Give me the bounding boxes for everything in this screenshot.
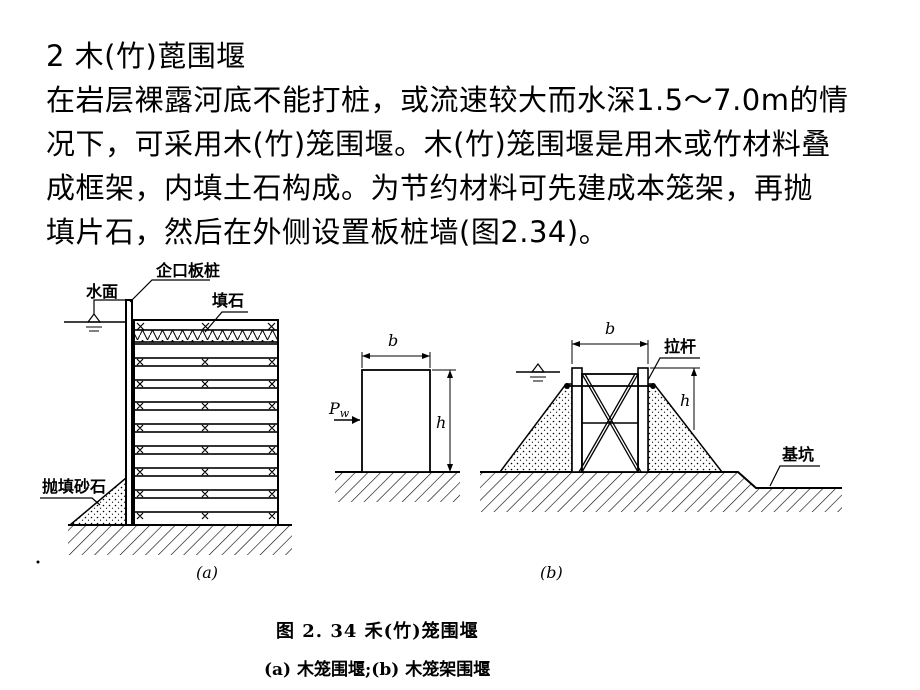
figure-b-pile-left	[571, 367, 583, 473]
figure-a-timber-crib-cofferdam: 水面 企口板桩 填石 抛填砂石 (a)	[40, 261, 292, 582]
paragraph-line-2: 况下，可采用木(竹)笼围堰。木(竹)笼围堰是用木或竹材料叠	[46, 127, 831, 161]
figure-b-pile-right	[637, 367, 649, 473]
figure-b-bracing	[578, 373, 642, 473]
sublabel-b: (b)	[540, 563, 563, 582]
label-sheet-pile: 企口板桩	[155, 261, 220, 280]
figure-b-ground-hatch	[480, 472, 842, 512]
label-b-width-left: b	[388, 331, 398, 350]
label-foundation-pit: 基坑	[781, 445, 814, 464]
label-tie-rod: 拉杆	[664, 337, 696, 356]
figure-b-left-block	[361, 369, 431, 473]
leader-riprap	[40, 497, 101, 506]
leader-fill	[204, 311, 248, 333]
label-stone-fill: 填石	[212, 291, 244, 310]
leader-tie-rod	[647, 357, 700, 381]
paragraph-line-4: 填片石，然后在外侧设置板桩墙(图2.34)。	[46, 215, 609, 249]
leader-sheet-pile	[129, 279, 210, 303]
label-pressure: Pw	[328, 399, 350, 420]
paragraph-line-1: 在岩层裸露河底不能打桩，或流速较大而水深1.5～7.0m的情	[46, 83, 849, 117]
label-water-surface: 水面	[86, 282, 118, 301]
section-heading: 2 木(竹)蓖围堰	[46, 39, 246, 73]
figure-subcaption: (a) 木笼围堰;(b) 木笼架围堰	[264, 659, 490, 680]
leader-water	[93, 299, 130, 314]
label-h-left: h	[436, 413, 446, 432]
figure-b-left-ground	[335, 472, 460, 502]
text-block: 2 木(竹)蓖围堰 在岩层裸露河底不能打桩，或流速较大而水深1.5～7.0m的情…	[46, 34, 886, 254]
label-b-width-right: b	[605, 319, 615, 338]
paragraph-line-3: 成框架，内填土石构成。为节约材料可先建成本笼架，再抛	[46, 171, 814, 205]
label-h-right: h	[680, 391, 690, 410]
figure-b-fill-left	[498, 383, 573, 473]
figure-a-timber-logs	[133, 343, 279, 513]
figure-b-free-body: b h Pw	[328, 331, 460, 502]
figure-a-stone-fill-layer	[133, 329, 279, 343]
label-riprap: 抛填砂石	[42, 477, 106, 496]
figure-a-ground	[68, 525, 292, 555]
figure-a-cross-ties	[136, 322, 276, 520]
figure-caption: 图 2. 34 禾(竹)笼围堰	[276, 620, 479, 642]
figure-b-crib-frame-cofferdam: b h 拉杆 基坑 (b)	[480, 319, 842, 582]
sublabel-a: (a)	[196, 563, 218, 582]
figure-a-sheet-pile	[125, 299, 133, 526]
leader-pit	[769, 465, 820, 487]
